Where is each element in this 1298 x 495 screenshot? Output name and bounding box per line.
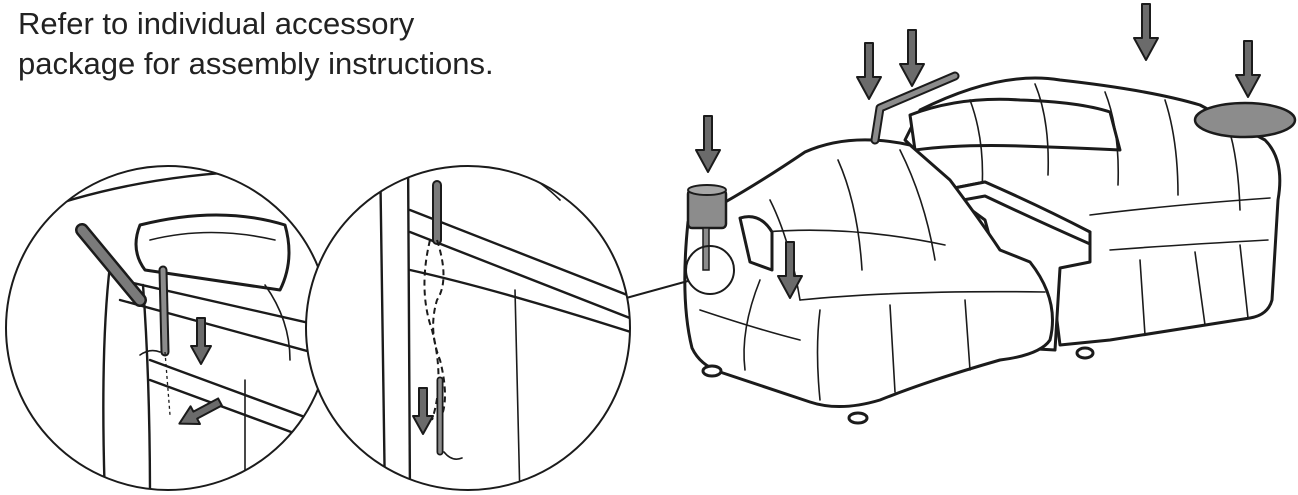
down-arrow-icon [777,241,803,299]
tablet-holder-arm [870,71,960,145]
side-tray [1193,101,1297,139]
down-arrow-icon [899,29,925,87]
down-arrow-icon [1133,3,1159,61]
down-arrow-icon [1235,40,1261,98]
down-arrow-icon [190,317,212,365]
sofa-right-module [903,76,1282,360]
sofa-left-module [683,138,1054,425]
detail-view-a [5,165,331,491]
instructions-line-1: Refer to individual accessory [18,6,415,41]
down-arrow-icon [695,115,721,173]
cup-holder [686,184,728,271]
detail-callout-circle [685,245,735,295]
down-arrow-icon [412,387,434,435]
instructions-text: Refer to individual accessory package fo… [18,4,638,84]
detail-view-b [305,165,631,491]
down-arrow-icon [856,42,882,100]
sofa-assembly [607,3,1297,425]
instructions-line-2: package for assembly instructions. [18,46,494,81]
down-left-arrow-icon [178,397,223,425]
